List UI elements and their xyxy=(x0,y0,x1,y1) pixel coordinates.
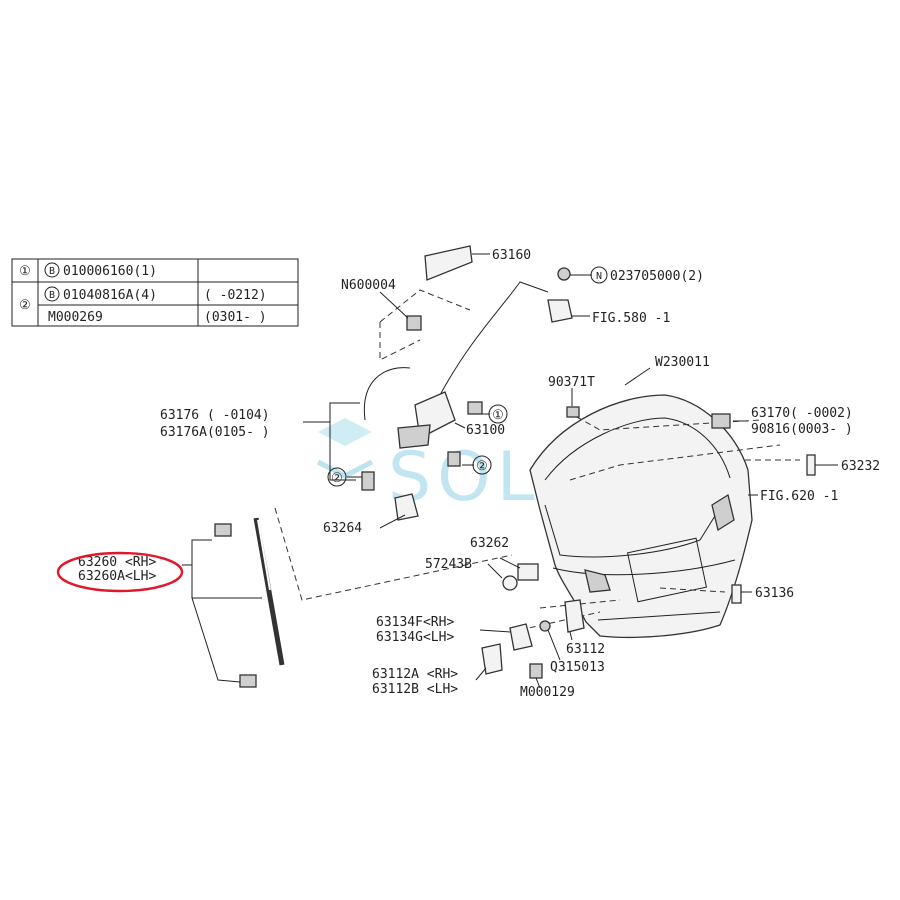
seal-63232 xyxy=(806,454,816,476)
label-63260: 63260 <RH> xyxy=(78,555,156,570)
legend-row1-number: ① xyxy=(19,264,31,279)
label-63134g: 63134G<LH> xyxy=(376,630,454,645)
bolt-2-left xyxy=(361,471,375,491)
label-63262: 63262 xyxy=(470,536,509,551)
clip-023705000 xyxy=(557,267,571,281)
label-63264: 63264 xyxy=(323,521,362,536)
callout-2-circle xyxy=(472,455,492,475)
label-63134f: 63134F<RH> xyxy=(376,615,454,630)
handle-63160 xyxy=(424,245,473,281)
legend-row2-part: 01040816A(4) xyxy=(63,288,157,303)
bolt-b-icon xyxy=(44,262,60,278)
label-n600004: N600004 xyxy=(341,278,396,293)
callout-n-circle xyxy=(590,266,608,284)
bumper-n600004 xyxy=(406,315,422,331)
callout-2-left-circle xyxy=(327,467,347,487)
plug-90371t xyxy=(566,406,580,418)
label-63100: 63100 xyxy=(466,423,505,438)
legend-row2-b: B xyxy=(49,290,55,301)
label-q315013: Q315013 xyxy=(550,660,605,675)
legend-row2-number: ② xyxy=(19,298,31,313)
trim-63170 xyxy=(711,413,731,429)
callout-leaders xyxy=(182,253,838,689)
legend-row1-part: 010006160(1) xyxy=(63,264,157,279)
label-63176: 63176 ( -0104) xyxy=(160,408,270,423)
plate-63136 xyxy=(731,584,742,604)
label-63160: 63160 xyxy=(492,248,531,263)
label-57243b: 57243B xyxy=(425,557,472,572)
hinge-63112a xyxy=(481,643,543,679)
label-63170: 63170( -0002) xyxy=(751,406,853,421)
striker-63264 xyxy=(394,493,419,521)
label-63112: 63112 xyxy=(566,642,605,657)
switch-fig580 xyxy=(547,299,573,323)
label-90371t: 90371T xyxy=(548,375,595,390)
callout-2: ② xyxy=(476,459,488,474)
legend-row3-part: M000269 xyxy=(48,310,103,325)
label-63260a: 63260A<LH> xyxy=(78,569,156,584)
callout-1-circle xyxy=(488,404,508,424)
bolt-1 xyxy=(467,401,483,415)
label-63112b: 63112B <LH> xyxy=(372,682,458,697)
label-63136: 63136 xyxy=(755,586,794,601)
callout-2-left: ② xyxy=(331,471,343,486)
hinge-63112 xyxy=(539,599,585,633)
legend-row1-b: B xyxy=(49,266,55,277)
label-63232: 63232 xyxy=(841,459,880,474)
bolt-2 xyxy=(447,451,461,467)
legend-row3-range: (0301- ) xyxy=(204,310,267,325)
label-63176a: 63176A(0105- ) xyxy=(160,425,270,440)
callout-1: ① xyxy=(492,408,504,423)
callout-n: N xyxy=(596,271,602,282)
label-fig620: FIG.620 -1 xyxy=(760,489,838,504)
fastener-legend-table: ① B 010006160(1) ② B 01040816A(4) ( -021… xyxy=(11,258,299,327)
latch-63100 xyxy=(397,391,456,449)
label-m000129: M000129 xyxy=(520,685,575,700)
tailgate-panel xyxy=(529,394,753,639)
bumper-63262 xyxy=(502,563,539,591)
legend-row2-range: ( -0212) xyxy=(204,288,267,303)
label-63112a: 63112A <RH> xyxy=(372,667,458,682)
label-023705000: 023705000(2) xyxy=(610,269,704,284)
label-90816: 90816(0003- ) xyxy=(751,422,853,437)
gas-strut-63260 xyxy=(214,517,285,688)
label-fig580: FIG.580 -1 xyxy=(592,311,670,326)
hinge-63134 xyxy=(509,623,533,651)
bolt-b-icon xyxy=(44,286,60,302)
label-w230011: W230011 xyxy=(655,355,710,370)
release-cable xyxy=(439,281,549,396)
highlight-ellipse xyxy=(56,551,184,593)
